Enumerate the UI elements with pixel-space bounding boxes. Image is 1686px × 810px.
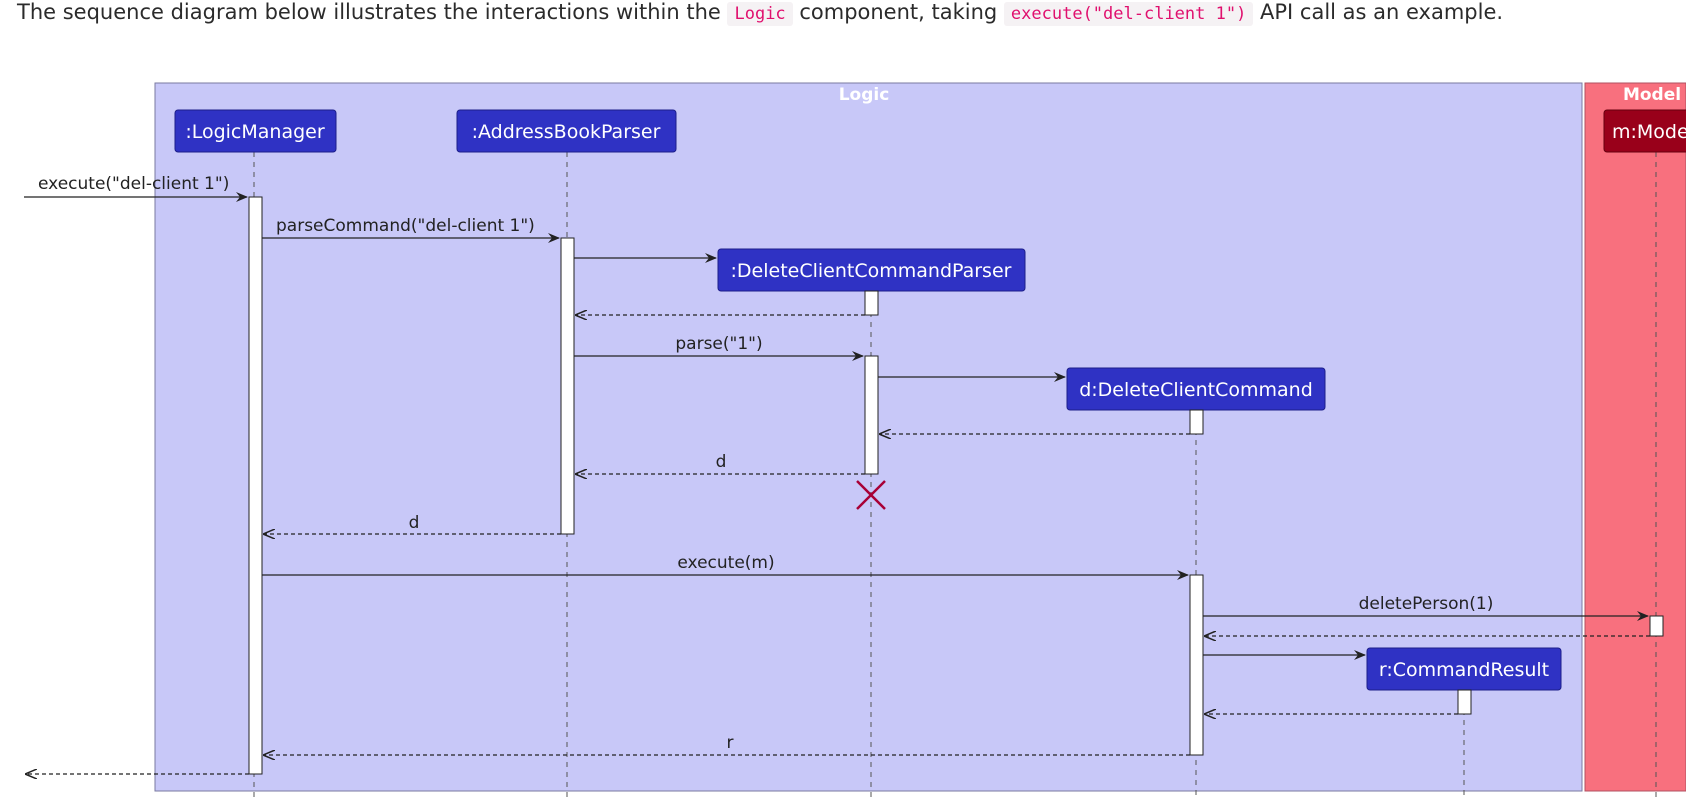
participant-delete-client-command-label: d:DeleteClientCommand bbox=[1079, 379, 1313, 401]
message-arrows bbox=[24, 192, 1650, 774]
label-parse-command: parseCommand("del-client 1") bbox=[276, 216, 535, 236]
participant-logic-manager: :LogicManager bbox=[174, 109, 337, 153]
intro-text-2: component, taking bbox=[792, 0, 1004, 24]
model-box-title: Model bbox=[1623, 85, 1681, 105]
intro-code-logic: Logic bbox=[727, 2, 793, 26]
participant-delete-client-command-parser-label: :DeleteClientCommandParser bbox=[731, 260, 1012, 282]
activation-address-book-parser bbox=[560, 237, 575, 535]
message-labels: execute("del-client 1") parseCommand("de… bbox=[38, 174, 1493, 753]
label-parse: parse("1") bbox=[675, 334, 762, 354]
participant-model-label: m:Model bbox=[1612, 121, 1686, 143]
label-delete-person: deletePerson(1) bbox=[1359, 594, 1494, 614]
label-parse-return: d bbox=[716, 452, 727, 472]
activation-bars bbox=[248, 196, 1664, 775]
activation-parser-parse bbox=[864, 355, 879, 475]
label-execute-m: execute(m) bbox=[677, 553, 774, 573]
participant-command-result-label: r:CommandResult bbox=[1379, 659, 1549, 681]
label-execute-m-return: r bbox=[727, 733, 734, 753]
activation-parser-constructor bbox=[864, 290, 879, 316]
label-parse-command-return: d bbox=[409, 513, 420, 533]
activation-command-result-constructor bbox=[1457, 689, 1472, 715]
activation-command-execute bbox=[1189, 574, 1204, 756]
logic-box-title: Logic bbox=[839, 85, 890, 105]
activation-model-delete-person bbox=[1649, 615, 1664, 637]
intro-code-execute: execute("del-client 1") bbox=[1003, 2, 1254, 26]
intro-text-1: The sequence diagram below illustrates t… bbox=[17, 0, 728, 24]
participant-delete-client-command-parser: :DeleteClientCommandParser bbox=[717, 248, 1026, 292]
participant-command-result: r:CommandResult bbox=[1366, 647, 1562, 691]
participant-logic-manager-label: :LogicManager bbox=[185, 121, 325, 143]
participant-address-book-parser-label: :AddressBookParser bbox=[472, 121, 661, 143]
activation-command-constructor bbox=[1189, 409, 1204, 435]
participant-model: m:Model bbox=[1603, 109, 1686, 153]
label-execute-call: execute("del-client 1") bbox=[38, 174, 229, 194]
activation-logic-manager bbox=[248, 196, 263, 775]
participant-delete-client-command: d:DeleteClientCommand bbox=[1066, 367, 1326, 411]
model-box: Model bbox=[1584, 82, 1686, 792]
destroy-mark bbox=[856, 480, 886, 510]
intro-paragraph: The sequence diagram below illustrates t… bbox=[17, 0, 1503, 26]
participant-address-book-parser: :AddressBookParser bbox=[456, 109, 677, 153]
intro-text-3: API call as an example. bbox=[1253, 0, 1504, 24]
